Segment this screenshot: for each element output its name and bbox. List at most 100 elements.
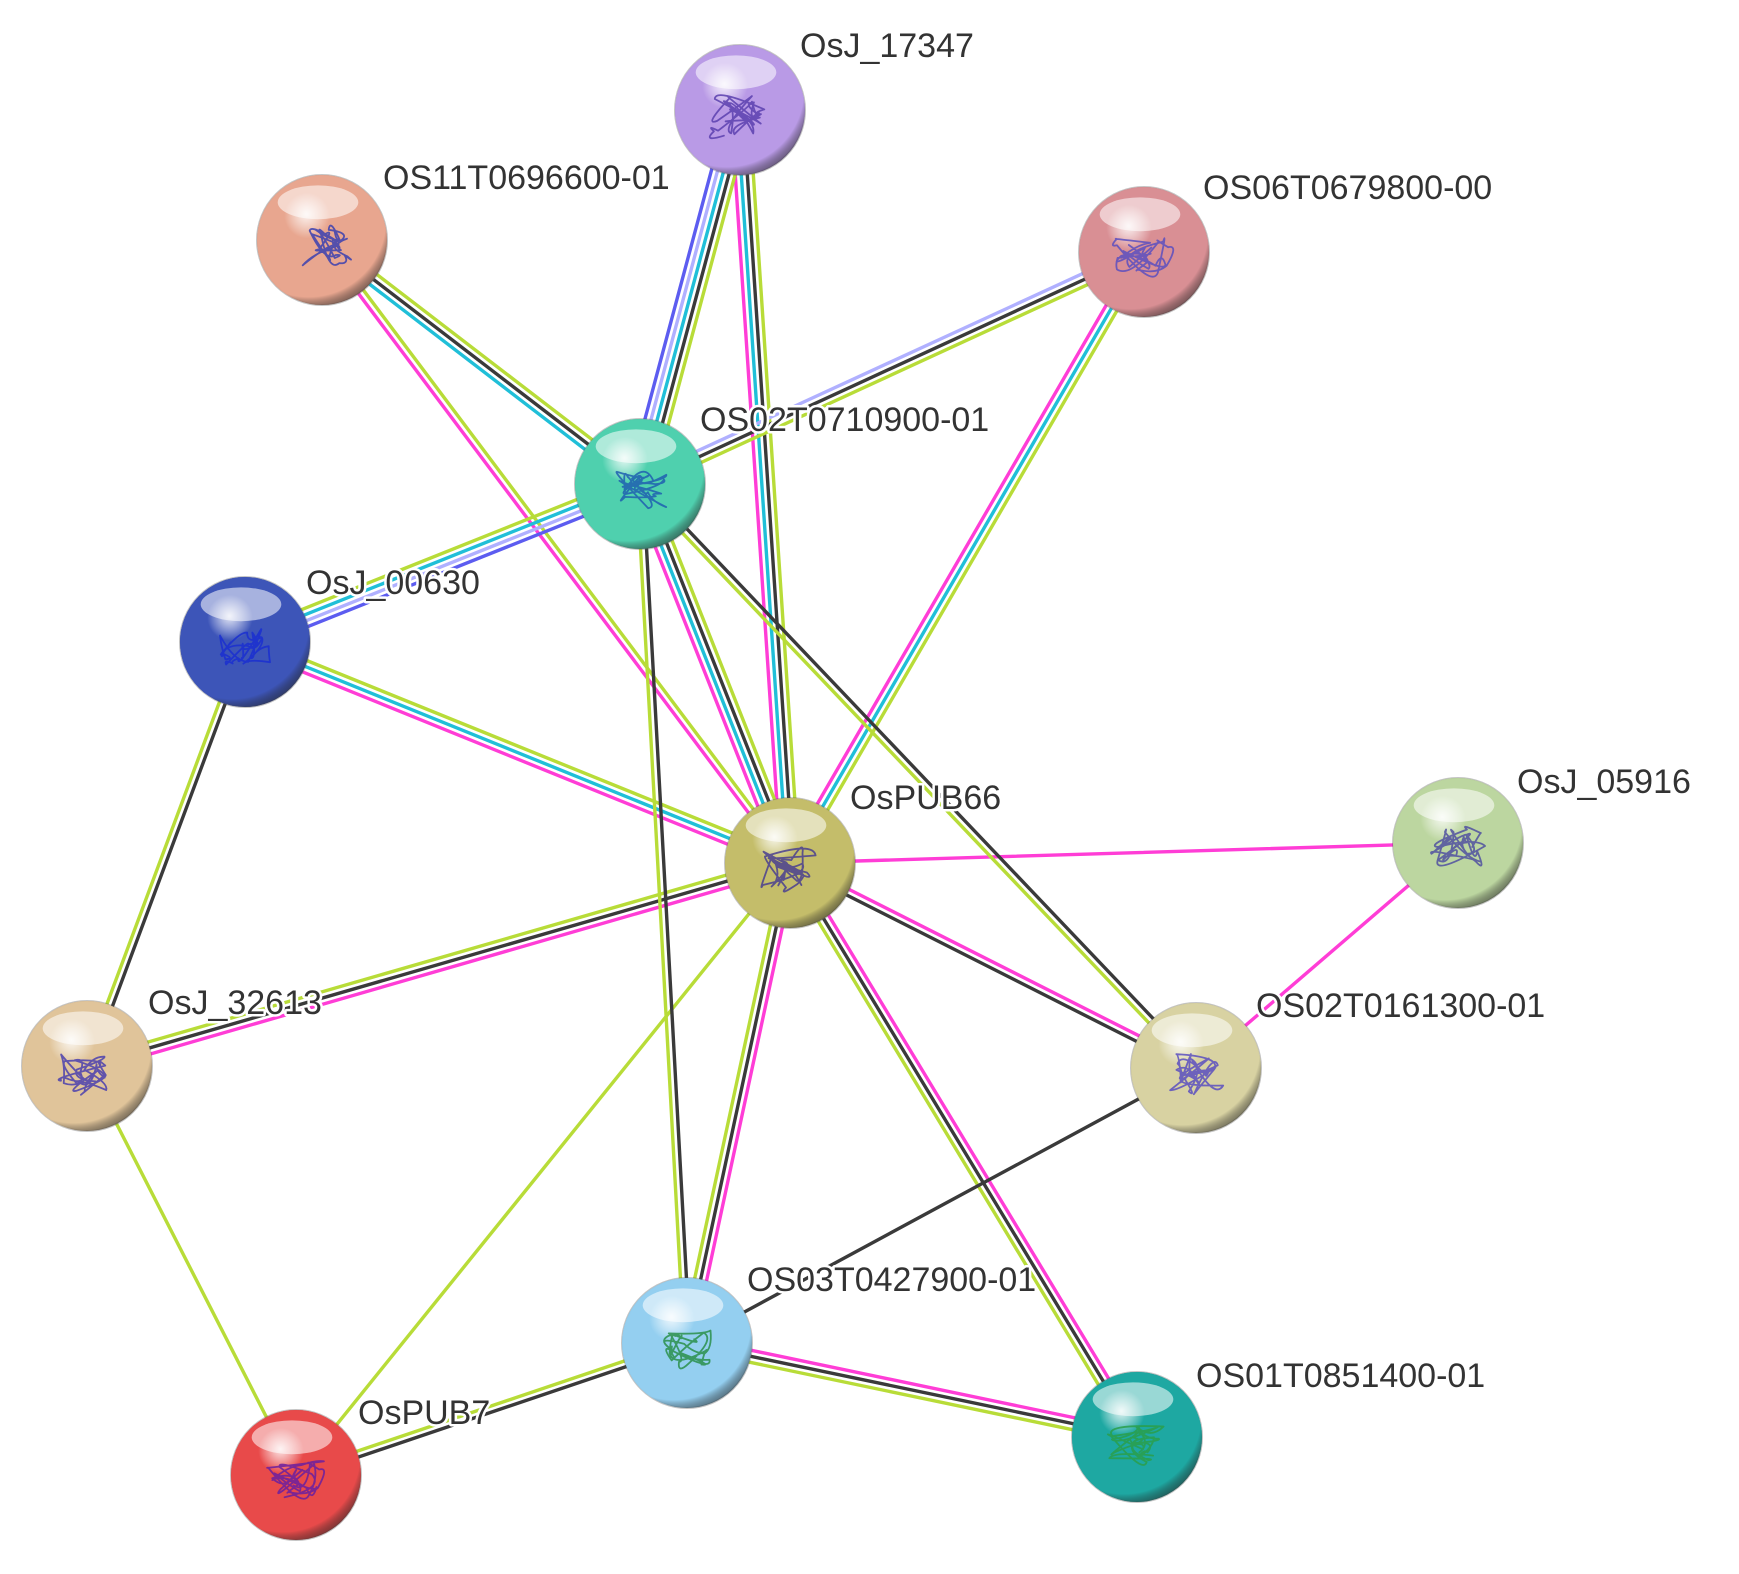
edge-evidence-magenta (86, 867, 794, 1074)
edge-ospub66-os01t0851400-01[interactable] (783, 858, 1144, 1442)
edge-evidence-yellowgreen (83, 855, 790, 1062)
edge-evidence-yellowgreen (239, 473, 639, 636)
edge-evidence-black (786, 864, 1197, 1073)
edge-evidence-yellowgreen (324, 233, 646, 481)
edge-evidence-yellowgreen (640, 255, 1149, 492)
node-osj-32613[interactable] (21, 1000, 153, 1132)
protein-structure-icon (1106, 1425, 1165, 1466)
nodes-layer (21, 44, 1524, 1541)
node-highlight (745, 808, 827, 843)
edge-evidence-black (788, 861, 1139, 1439)
node-label-osj-32613: OsJ_32613 (148, 984, 322, 1022)
edge-evidence-blue (626, 105, 731, 483)
node-os03t0427900-01[interactable] (621, 1277, 753, 1409)
node-highlight (1092, 1382, 1174, 1417)
edge-os02t0710900-01-os11t0696600-01[interactable] (316, 233, 646, 491)
edges-layer (82, 105, 1460, 1480)
edge-ospub66-osj-17347[interactable] (729, 107, 801, 866)
edge-evidence-magenta (240, 645, 790, 871)
node-label-osj-17347: OsJ_17347 (800, 27, 974, 65)
protein-structure-icon (615, 470, 668, 510)
edge-evidence-magenta (729, 108, 783, 866)
edge-ospub66-os06t0679800-00[interactable] (783, 247, 1151, 868)
edge-evidence-magenta (691, 862, 798, 1347)
edge-ospub66-osj-05916[interactable] (788, 841, 1460, 865)
edge-evidence-yellowgreen (82, 639, 244, 1067)
edge-os02t0710900-01-os02t0161300-01[interactable] (636, 480, 1200, 1072)
edge-evidence-yellowgreen (646, 479, 801, 862)
edge-evidence-black (88, 641, 250, 1069)
edge-ospub66-osj-32613[interactable] (83, 855, 794, 1074)
edge-evidence-magenta (783, 247, 1141, 862)
edge-evidence-black (685, 861, 792, 1345)
node-osj-00630[interactable] (179, 576, 311, 708)
edge-evidence-black (638, 250, 1146, 486)
edge-evidence-black (320, 238, 642, 486)
edge-os02t0710900-01-osj-00630[interactable] (239, 473, 645, 653)
edge-ospub66-os03t0427900-01[interactable] (679, 860, 798, 1347)
node-ospub66[interactable] (724, 797, 856, 929)
edge-ospub66-os02t0161300-01[interactable] (786, 858, 1200, 1073)
edge-evidence-cyan (316, 243, 638, 491)
edge-evidence-blue (246, 490, 645, 653)
protein-structure-icon (1111, 237, 1175, 278)
edge-evidence-yellowgreen (635, 482, 686, 1345)
edge-ospub66-osj-00630[interactable] (240, 634, 794, 871)
edge-evidence-lavender (244, 485, 643, 647)
node-label-ospub66: OsPUB66 (850, 779, 1001, 817)
edge-evidence-black (295, 1344, 690, 1480)
edge-os03t0427900-01-os01t0851400-01[interactable] (684, 1335, 1140, 1445)
edge-evidence-yellowgreen (684, 1347, 1138, 1445)
node-os02t0710900-01[interactable] (574, 418, 706, 550)
protein-structure-icon (301, 224, 352, 267)
edge-evidence-magenta (317, 240, 790, 867)
edge-os02t0710900-01-os03t0427900-01[interactable] (635, 482, 692, 1345)
protein-structure-icon (219, 628, 271, 666)
edge-os03t0427900-01-ospub7[interactable] (293, 1338, 690, 1480)
edge-osj-32613-ospub7[interactable] (85, 1064, 298, 1477)
node-label-os03t0427900-01: OS03T0427900-01 (747, 1261, 1036, 1299)
node-highlight (277, 185, 359, 220)
edge-evidence-black (685, 1066, 1198, 1345)
edge-evidence-black (640, 480, 1200, 1068)
edge-osj-00630-osj-32613[interactable] (82, 639, 250, 1069)
node-label-os02t0710900-01: OS02T0710900-01 (700, 401, 989, 439)
node-highlight (200, 587, 282, 622)
node-highlight (595, 429, 677, 464)
edge-ospub66-os02t0710900-01[interactable] (629, 479, 801, 868)
edge-evidence-black (685, 1341, 1139, 1439)
node-os11t0696600-01[interactable] (256, 174, 388, 306)
node-os02t0161300-01[interactable] (1130, 1002, 1262, 1134)
protein-structure-icon (708, 94, 766, 140)
node-label-os11t0696600-01: OS11T0696600-01 (383, 159, 670, 197)
edge-os02t0710900-01-os06t0679800-00[interactable] (635, 244, 1149, 492)
protein-structure-icon (1169, 1053, 1225, 1096)
protein-structure-icon (57, 1053, 108, 1096)
node-osj-05916[interactable] (1392, 777, 1524, 909)
node-label-ospub7: OsPUB7 (358, 1394, 490, 1432)
edge-os02t0161300-01-os03t0427900-01[interactable] (685, 1066, 1198, 1345)
edge-evidence-magenta (789, 858, 1200, 1068)
node-os01t0851400-01[interactable] (1071, 1371, 1203, 1503)
edge-evidence-cyan (635, 483, 789, 866)
edge-evidence-cyan (243, 640, 792, 865)
edge-ospub66-os11t0696600-01[interactable] (317, 236, 795, 867)
edge-evidence-black (641, 481, 795, 864)
node-highlight (642, 1288, 724, 1323)
node-label-os06t0679800-00: OS06T0679800-00 (1203, 169, 1492, 207)
edge-ospub66-ospub7[interactable] (294, 861, 792, 1477)
edge-evidence-yellowgreen (245, 634, 794, 860)
node-ospub7[interactable] (230, 1409, 362, 1541)
node-label-osj-00630: OsJ_00630 (306, 564, 480, 602)
edge-evidence-yellowgreen (293, 1338, 688, 1474)
edge-evidence-yellowgreen (679, 860, 786, 1344)
edge-evidence-magenta (629, 485, 784, 868)
edge-evidence-yellowgreen (322, 236, 795, 863)
node-os06t0679800-00[interactable] (1078, 186, 1210, 318)
edge-evidence-lavender (635, 244, 1144, 481)
node-osj-17347[interactable] (674, 44, 806, 176)
edge-evidence-yellowgreen (636, 484, 1196, 1072)
protein-structure-icon (1430, 825, 1486, 867)
